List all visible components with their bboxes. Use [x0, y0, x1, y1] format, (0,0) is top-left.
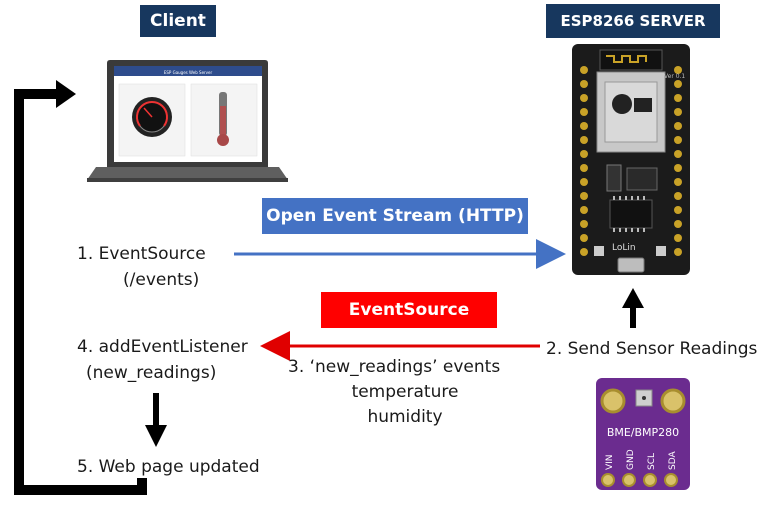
- step3-text: 3. ‘new_readings’ events: [288, 357, 501, 377]
- step3-humidity: humidity: [367, 407, 443, 427]
- step1-subtext: (/events): [123, 270, 200, 290]
- step5-text: 5. Web page updated: [77, 457, 260, 477]
- board-brand: LoLin: [612, 243, 636, 253]
- step4-text: 4. addEventListener: [77, 337, 248, 357]
- loop-arrow: [14, 80, 147, 495]
- server-title: ESP8266 SERVER: [546, 4, 720, 38]
- sensor-pin-scl: SCL: [647, 453, 657, 470]
- esp8266-board-icon: Ver 0.1 LoLin: [572, 44, 690, 275]
- sensor-pin-gnd: GND: [626, 449, 636, 470]
- client-title: Client: [140, 5, 216, 37]
- step4-subtext: (new_readings): [86, 363, 217, 383]
- eventsource-label: EventSource: [321, 292, 497, 328]
- step3-temperature: temperature: [351, 382, 459, 402]
- sensor-label: BME/BMP280: [607, 426, 679, 439]
- up-arrow: [622, 288, 644, 328]
- laptop-page-title: ESP Gauges Web Server: [164, 70, 213, 75]
- bme280-sensor-icon: BME/BMP280 VIN GND SCL SDA: [596, 378, 690, 490]
- step1-text: 1. EventSource: [77, 244, 206, 264]
- open-event-stream-label: Open Event Stream (HTTP): [262, 198, 528, 234]
- sensor-pin-vin: VIN: [605, 454, 615, 470]
- laptop-icon: ESP Gauges Web Server: [87, 60, 288, 182]
- down-arrow: [145, 393, 167, 447]
- board-version: Ver 0.1: [664, 73, 685, 80]
- step2-text: 2. Send Sensor Readings: [546, 339, 758, 359]
- sensor-pin-sda: SDA: [668, 451, 678, 470]
